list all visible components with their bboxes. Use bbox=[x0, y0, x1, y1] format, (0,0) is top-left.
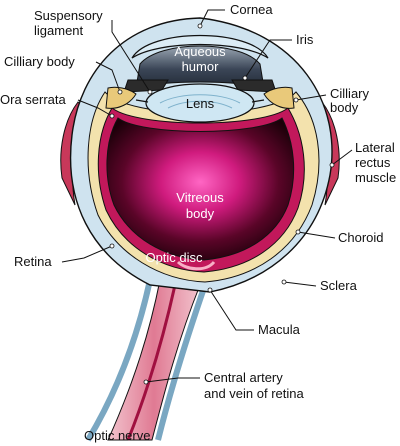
lens-contour-lines bbox=[159, 94, 241, 109]
optic-nerve-outer-sheath bbox=[85, 279, 208, 442]
optic-disc-shape bbox=[176, 260, 216, 271]
label-sclera: Sclera bbox=[320, 278, 358, 293]
label-cornea: Cornea bbox=[230, 2, 273, 17]
label-central-artery-2: and vein of retina bbox=[204, 386, 305, 401]
label-aqueous-humor-2: humor bbox=[182, 59, 220, 74]
lens-shape bbox=[145, 83, 255, 123]
label-lateral-rectus-2: rectus bbox=[355, 155, 391, 170]
label-cilliary-body-right-2: body bbox=[330, 100, 359, 115]
label-lateral-rectus-3: muscle bbox=[355, 170, 396, 185]
label-cilliary-body-right-1: Cilliary bbox=[330, 86, 370, 101]
label-vitreous-body-2: body bbox=[186, 206, 215, 221]
label-vitreous-body-1: Vitreous bbox=[176, 190, 224, 205]
leader-dots bbox=[109, 23, 335, 385]
leader-lines bbox=[61, 9, 353, 383]
label-lateral-rectus-1: Lateral bbox=[355, 140, 395, 155]
suspensory-ligament-lines bbox=[135, 99, 265, 103]
label-central-artery-1: Central artery bbox=[204, 370, 283, 385]
label-lens: Lens bbox=[186, 96, 215, 111]
vitreous-body-shape bbox=[106, 117, 295, 261]
cornea-shape bbox=[131, 34, 269, 59]
label-cilliary-body-left: Cilliary body bbox=[4, 54, 75, 69]
label-optic-disc: Optic disc bbox=[145, 250, 203, 265]
label-optic-nerve: Optic nerve bbox=[84, 428, 150, 443]
label-suspensory-ligament-1: Suspensory bbox=[34, 8, 103, 23]
label-suspensory-ligament-2: ligament bbox=[34, 23, 84, 38]
ciliary-body-left-shape bbox=[105, 86, 137, 109]
ciliary-body-right-shape bbox=[263, 86, 295, 109]
label-macula: Macula bbox=[258, 322, 301, 337]
label-aqueous-humor-1: Aqueous bbox=[174, 44, 226, 59]
label-iris: Iris bbox=[296, 32, 314, 47]
optic-nerve-shape bbox=[107, 279, 201, 441]
label-choroid: Choroid bbox=[338, 230, 384, 245]
central-artery-vein-shape bbox=[126, 284, 177, 441]
label-ora-serrata: Ora serrata bbox=[0, 92, 67, 107]
label-retina: Retina bbox=[14, 254, 52, 269]
